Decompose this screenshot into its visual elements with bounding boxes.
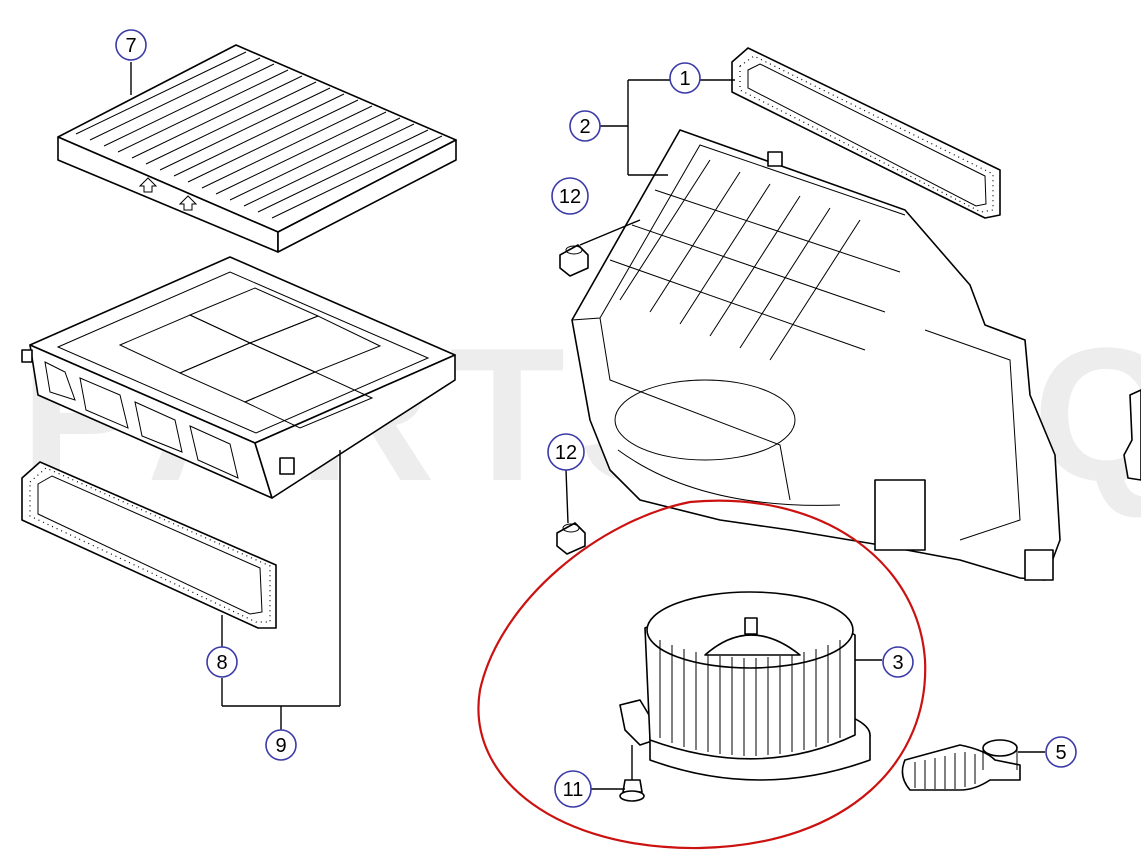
callout-3[interactable]: 3 [882,646,914,678]
filter-housing-part-9[interactable] [21,256,456,499]
svg-text:5: 5 [1055,742,1066,764]
screw-part-11[interactable] [619,745,645,802]
side-clip-part [1123,389,1141,481]
gasket-part-8[interactable] [21,461,277,629]
cabin-filter-part-7[interactable] [57,44,457,253]
callout-2[interactable]: 2 [569,110,601,142]
svg-text:12: 12 [555,442,577,464]
highlight-outline [477,499,927,850]
callout-5[interactable]: 5 [1045,736,1077,768]
callout-12-lower[interactable]: 12 [547,433,585,471]
duct-part-5[interactable] [901,739,1021,791]
callout-11[interactable]: 11 [554,770,592,808]
nut-part-12-lower[interactable] [556,522,586,555]
svg-text:2: 2 [579,116,590,138]
callout-8[interactable]: 8 [206,646,238,678]
blower-case-part-2[interactable] [571,129,1061,581]
callout-9[interactable]: 9 [265,729,297,761]
svg-text:9: 9 [275,735,286,757]
svg-text:7: 7 [125,35,136,57]
seal-part-1[interactable] [731,47,1001,219]
blower-motor-part-3[interactable] [619,591,871,781]
svg-text:3: 3 [892,652,903,674]
svg-text:12: 12 [559,186,581,208]
svg-text:8: 8 [216,652,227,674]
svg-text:11: 11 [563,779,584,801]
leader-lines [130,62,1045,790]
callout-1[interactable]: 1 [669,62,701,94]
nut-part-12-upper[interactable] [559,244,589,277]
callout-7[interactable]: 7 [115,29,147,61]
svg-text:1: 1 [679,68,690,90]
callout-12-upper[interactable]: 12 [551,177,589,215]
